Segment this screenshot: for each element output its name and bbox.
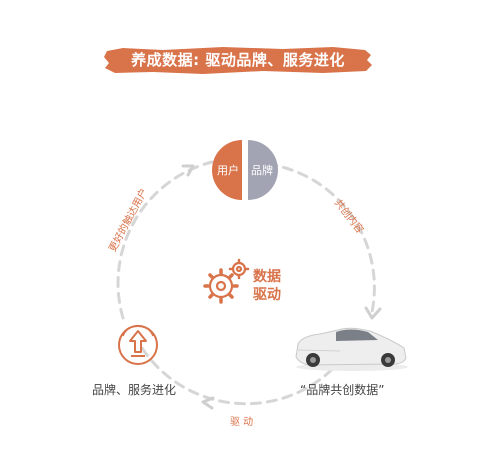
center-line2: 驱动 xyxy=(253,287,281,303)
arc-bottom xyxy=(138,343,354,406)
car-image xyxy=(295,327,408,371)
title-banner: 养成数据: 驱动品牌、服务进化 xyxy=(103,45,373,75)
arc-right xyxy=(266,162,376,314)
left-node-label: 品牌、服务进化 xyxy=(92,383,177,397)
banner-title: 养成数据: 驱动品牌、服务进化 xyxy=(131,51,345,69)
user-half xyxy=(212,140,242,200)
brush-stroke-background xyxy=(104,47,372,74)
arrow-head-left xyxy=(181,164,195,177)
brand-half xyxy=(248,140,278,200)
arrow-head-bottom xyxy=(201,396,215,410)
arc-label-bottom: 驱 动 xyxy=(230,417,254,428)
center-label: 数据 驱动 xyxy=(253,268,281,304)
center-line1: 数据 xyxy=(253,269,281,285)
arc-left xyxy=(116,160,214,320)
gears-icon xyxy=(203,258,250,304)
arrow-head-right xyxy=(364,306,382,320)
brand-label: 品牌 xyxy=(251,164,273,177)
right-node-label: “品牌共创数据” xyxy=(300,383,385,397)
top-node xyxy=(212,140,278,200)
user-label: 用户 xyxy=(217,164,239,177)
upgrade-arrow-icon xyxy=(118,324,158,365)
